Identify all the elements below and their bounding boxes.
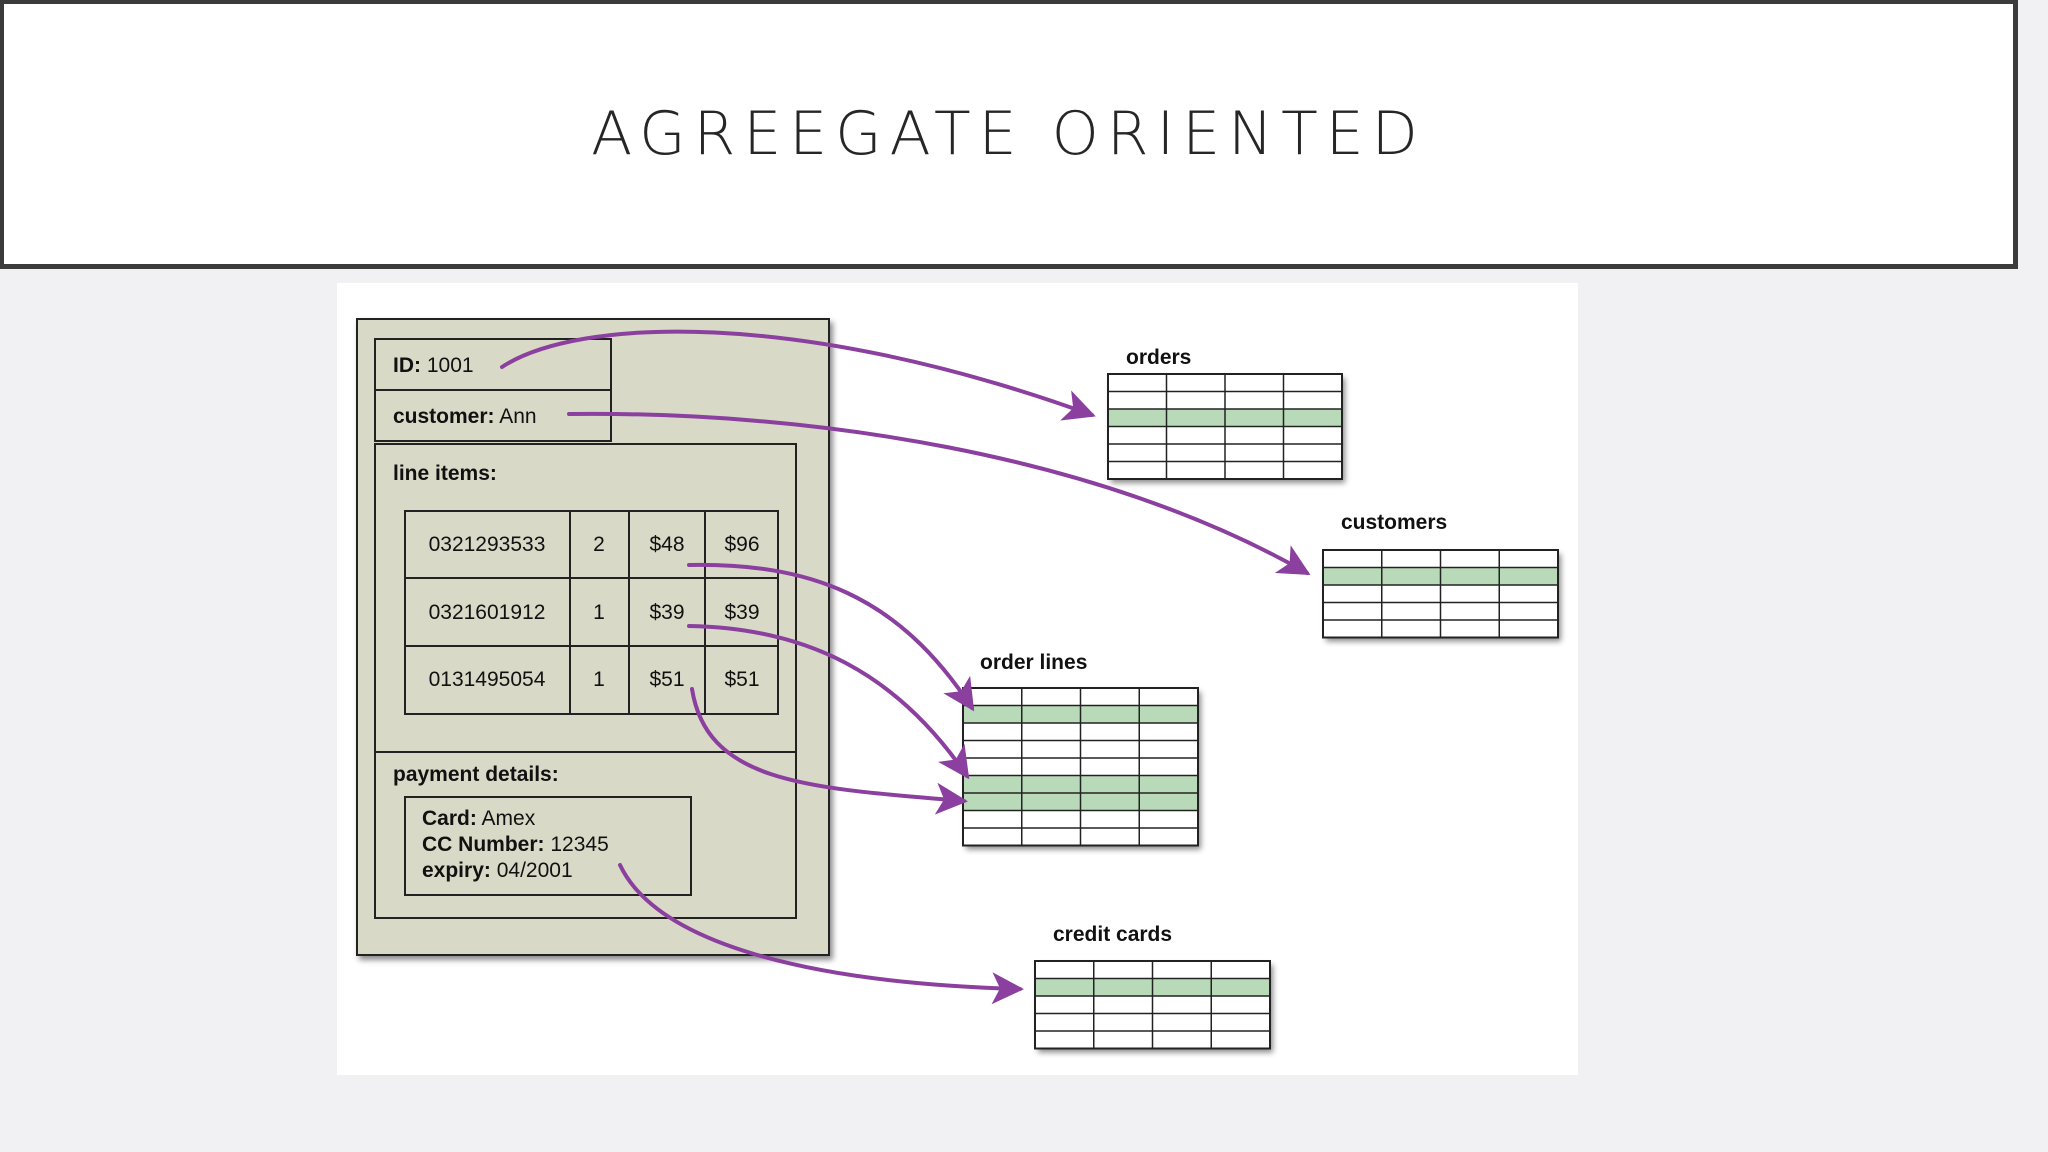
payment-box xyxy=(404,796,692,896)
slide-title: AGREEGATE ORIENTED xyxy=(591,99,1426,169)
aggregate-box xyxy=(356,318,830,956)
payment-section xyxy=(374,751,797,919)
title-banner: AGREEGATE ORIENTED xyxy=(0,0,2018,269)
diagram-canvas: ID: 1001 customer: Ann line items: 03212… xyxy=(356,318,1559,1050)
line-item-qty: 1 xyxy=(593,668,605,691)
line-item-total: $51 xyxy=(724,668,759,691)
line-item-isbn: 0321293533 xyxy=(429,533,546,556)
credit-cards-table-label: credit cards xyxy=(1053,923,1172,946)
line-item-isbn: 0321601912 xyxy=(429,601,546,624)
order-lines-table xyxy=(962,687,1199,847)
line-item-price: $51 xyxy=(649,668,684,691)
orders-table xyxy=(1107,373,1343,480)
id-text: ID: 1001 xyxy=(393,354,474,377)
orders-table-label: orders xyxy=(1126,346,1191,369)
customer-text: customer: Ann xyxy=(393,405,537,428)
arrow-id-to-orders xyxy=(500,329,1096,421)
expiry-text: expiry: 04/2001 xyxy=(422,859,573,882)
aggregate-document: ID: 1001 customer: Ann line items: 03212… xyxy=(356,318,830,956)
line-item-price: $48 xyxy=(649,533,684,556)
cc-number-text: CC Number: 12345 xyxy=(422,833,609,856)
card-text: Card: Amex xyxy=(422,807,536,830)
line-items-table: 0321293533 2 $48 $96 0321601912 1 $39 $3… xyxy=(404,510,779,715)
credit-cards-table xyxy=(1034,960,1271,1050)
line-item-total: $96 xyxy=(724,533,759,556)
payment-label: payment details: xyxy=(393,763,559,786)
customers-table xyxy=(1322,549,1559,639)
line-item-price: $39 xyxy=(649,601,684,624)
relational-tables xyxy=(962,373,1559,1050)
mapping-arrows xyxy=(500,329,1311,1005)
customers-table-label: customers xyxy=(1341,511,1447,534)
arrow-line-item-3-to-order-lines xyxy=(690,687,968,815)
arrow-line-item-2-to-order-lines xyxy=(687,624,970,780)
line-item-total: $39 xyxy=(724,601,759,624)
line-items-label: line items: xyxy=(393,462,497,485)
order-lines-table-label: order lines xyxy=(980,651,1087,674)
arrow-line-item-1-to-order-lines xyxy=(687,562,975,712)
line-item-isbn: 0131495054 xyxy=(429,668,546,691)
arrow-customer-to-customers xyxy=(567,411,1311,575)
line-item-qty: 1 xyxy=(593,601,605,624)
line-item-qty: 2 xyxy=(593,533,605,556)
aggregate-diagram: ID: 1001 customer: Ann line items: 03212… xyxy=(337,283,1578,1075)
arrow-payment-to-credit-cards xyxy=(618,863,1024,1005)
